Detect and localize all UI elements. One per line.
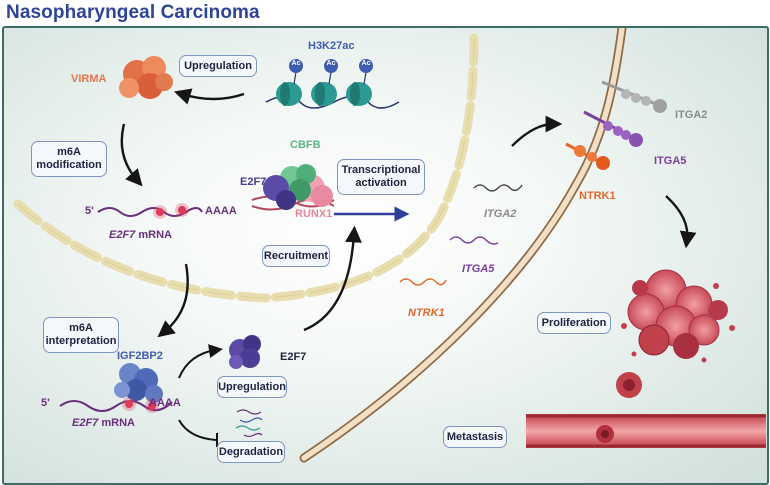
arrow-recruitment	[303, 225, 362, 332]
mrna-bottom-gene: E2F7	[72, 417, 99, 429]
mrna-top-caption: E2F7 mRNA	[109, 229, 172, 241]
ac-mark-2: Ac	[326, 60, 336, 67]
mrna-bottom-caption: E2F7 mRNA	[72, 417, 135, 429]
itga5-mrna-label: ITGA5	[462, 263, 495, 275]
igf2bp2-label: IGF2BP2	[117, 350, 163, 362]
itga2-receptor	[601, 80, 667, 113]
e2f7-mrna-top	[97, 203, 203, 219]
mrna-bottom-polya: AAAA	[149, 397, 181, 409]
itga5-receptor	[583, 110, 643, 147]
itga5-receptor-label: ITGA5	[654, 155, 687, 167]
ntrk1-receptor-label: NTRK1	[579, 190, 616, 202]
transcriptional-activation-box: Transcriptional activation	[337, 159, 425, 195]
figure-title: Nasopharyngeal Carcinoma	[6, 2, 260, 23]
mrna-top-polya: AAAA	[205, 205, 237, 217]
e2f7-protein-icon	[229, 335, 261, 369]
igf2bp2-mrna-complex	[59, 363, 173, 413]
mrna-bottom-suffix: mRNA	[101, 417, 135, 429]
cbfb-label: CBFB	[290, 139, 321, 151]
upregulation-bottom-box: Upregulation	[217, 376, 287, 398]
inhibit-to-degradation	[178, 419, 217, 441]
recruitment-box: Recruitment	[262, 245, 330, 267]
tumor-cluster	[621, 269, 735, 363]
upregulation-top-box: Upregulation	[179, 55, 257, 77]
degradation-fragments	[235, 409, 263, 438]
blood-vessel	[526, 414, 766, 448]
ntrk1-mrna-label: NTRK1	[408, 307, 445, 319]
arrow-to-e2f7-protein	[178, 344, 223, 379]
arrow-mrna-to-igf2bp2	[157, 263, 189, 338]
virma-protein	[119, 56, 173, 99]
m6a-interpretation-box: m6A interpretation	[43, 317, 119, 353]
diagram-panel: Upregulation m6A modification Transcript…	[2, 26, 769, 485]
ac-mark-3: Ac	[361, 60, 371, 67]
circulating-tumor-cell	[616, 372, 642, 398]
ntrk1-mrna-wave	[399, 278, 447, 286]
e2f7-complex-label: E2F7	[240, 176, 267, 188]
virma-label: VIRMA	[71, 73, 107, 85]
arrow-virma-to-mrna	[120, 123, 143, 187]
arrow-to-proliferation	[665, 195, 697, 249]
itga5-mrna-wave	[449, 236, 499, 245]
itga2-mrna-label: ITGA2	[484, 208, 517, 220]
arrow-upregulation-to-virma	[173, 88, 245, 105]
proliferation-box: Proliferation	[537, 312, 611, 334]
arrow-to-membrane	[511, 115, 563, 147]
mrna-bottom-5prime: 5'	[41, 397, 50, 409]
runx1-label: RUNX1	[295, 208, 333, 220]
ntrk1-receptor	[565, 142, 610, 170]
h3k27ac-label: H3K27ac	[308, 40, 355, 52]
e2f7-protein-label: E2F7	[280, 351, 307, 363]
itga2-mrna-wave	[473, 184, 523, 192]
transcription-complex	[251, 164, 335, 211]
mrna-top-5prime: 5'	[85, 205, 94, 217]
metastasis-box: Metastasis	[443, 426, 507, 448]
itga2-receptor-label: ITGA2	[675, 109, 708, 121]
m6a-modification-box: m6A modification	[31, 141, 107, 177]
mrna-top-suffix: mRNA	[138, 229, 172, 241]
ac-mark-1: Ac	[291, 60, 301, 67]
mrna-top-gene: E2F7	[109, 229, 136, 241]
h3k27ac-nucleosomes	[265, 59, 400, 109]
diagram-artwork	[13, 28, 766, 463]
degradation-box: Degradation	[217, 441, 285, 463]
